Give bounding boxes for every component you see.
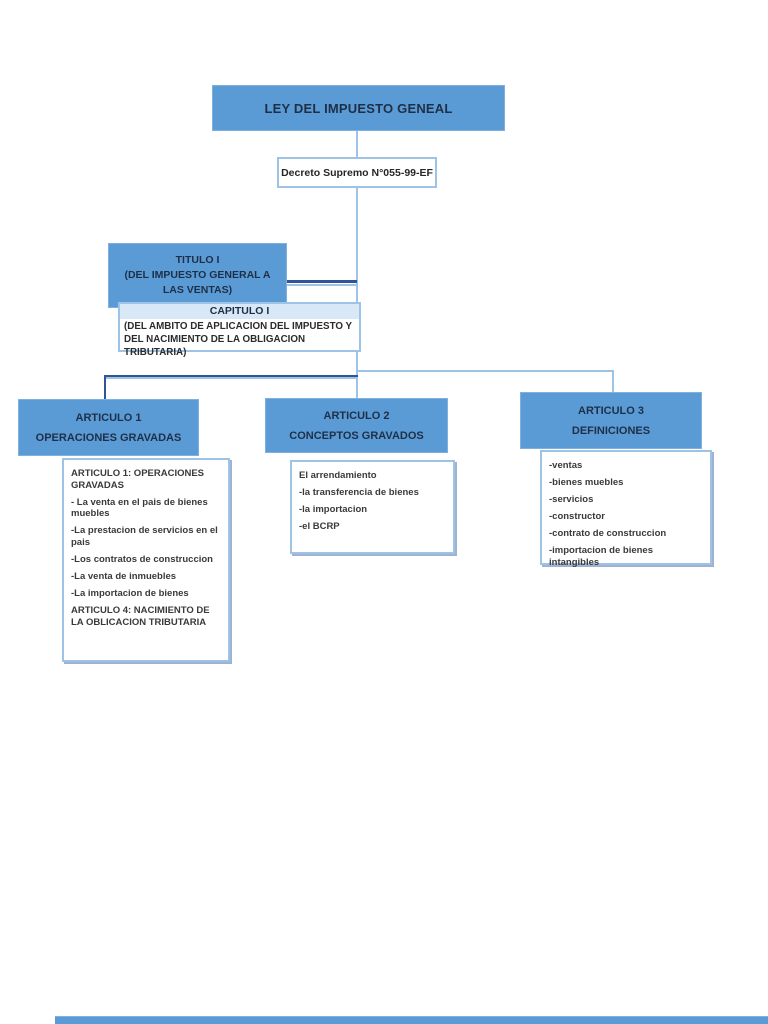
titulo-1-title: TITULO I: [175, 253, 220, 266]
list-item: El arrendamiento: [299, 470, 377, 481]
list-item: -Los contratos de construccion: [71, 553, 213, 565]
connector-root-to-decree: [356, 131, 358, 158]
articulo-3-detail-box: -ventas -bienes muebles -servicios -cons…: [540, 450, 712, 568]
list-item: -La venta de inmuebles: [71, 571, 177, 583]
list-item: -servicios: [549, 494, 594, 506]
list-item: -la transferencia de bienes: [299, 487, 419, 499]
articulo-3-title: ARTICULO 3: [578, 404, 644, 417]
list-item: -La prestacion de servicios en el pais: [71, 525, 218, 548]
articulo-1-header-node: ARTICULO 1 OPERACIONES GRAVADAS: [18, 399, 199, 456]
connector-decree-to-junction: [356, 188, 358, 378]
articulo-3-header-node: ARTICULO 3 DEFINICIONES: [520, 392, 702, 449]
connector-titulo-to-trunk-shadow: [287, 284, 357, 286]
titulo-1-node: TITULO I (DEL IMPUESTO GENERAL A LAS VEN…: [108, 243, 287, 308]
connector-drop-articulo-1: [104, 375, 106, 399]
list-item: -el BCRP: [299, 521, 340, 533]
capitulo-1-body: (DEL AMBITO DE APLICACION DEL IMPUESTO Y…: [124, 321, 352, 359]
capitulo-1-title: CAPITULO I: [120, 304, 359, 319]
connector-drop-articulo-2: [356, 377, 358, 399]
articulo-3-subtitle: DEFINICIONES: [571, 424, 651, 437]
connector-junction-left-shadow: [104, 377, 358, 379]
list-item: -constructor: [549, 511, 605, 523]
list-item: -ventas: [549, 460, 583, 471]
list-item: -La importacion de bienes: [71, 588, 189, 600]
decree-label: Decreto Supremo N°055-99-EF: [281, 166, 433, 179]
list-item: -la importacion: [299, 504, 368, 516]
connector-junction-right: [357, 370, 613, 372]
articulo-2-detail-box: El arrendamiento -la transferencia de bi…: [290, 460, 455, 554]
titulo-1-subtitle: (DEL IMPUESTO GENERAL A LAS VENTAS): [124, 268, 271, 297]
articulo-2-header-node: ARTICULO 2 CONCEPTOS GRAVADOS: [265, 398, 448, 453]
root-node-title: LEY DEL IMPUESTO GENEAL: [264, 100, 453, 116]
list-item: ARTICULO 4: NACIMIENTO DE LA OBLICACION …: [71, 605, 210, 628]
articulo-1-detail-box: ARTICULO 1: OPERACIONES GRAVADAS - La ve…: [62, 458, 230, 662]
root-node-ley-del-impuesto: LEY DEL IMPUESTO GENEAL: [212, 85, 505, 131]
list-item: -bienes muebles: [549, 477, 624, 489]
list-item: ARTICULO 1: OPERACIONES GRAVADAS: [71, 468, 205, 491]
list-item: - La venta en el pais de bienes muebles: [71, 496, 208, 520]
connector-junction-left: [104, 375, 358, 377]
connector-drop-articulo-3: [612, 370, 614, 392]
articulo-1-subtitle: OPERACIONES GRAVADAS: [35, 431, 182, 444]
list-item: -importacion de bienes intangibles: [549, 545, 653, 568]
connector-titulo-to-trunk: [287, 280, 357, 283]
articulo-2-title: ARTICULO 2: [323, 409, 390, 422]
list-item: -contrato de construccion: [549, 528, 667, 540]
bottom-accent-bar: [55, 1016, 768, 1024]
capitulo-1-node: CAPITULO I (DEL AMBITO DE APLICACION DEL…: [118, 302, 361, 358]
decree-node: Decreto Supremo N°055-99-EF: [277, 157, 437, 188]
articulo-1-title: ARTICULO 1: [75, 411, 142, 424]
articulo-2-subtitle: CONCEPTOS GRAVADOS: [289, 429, 424, 442]
